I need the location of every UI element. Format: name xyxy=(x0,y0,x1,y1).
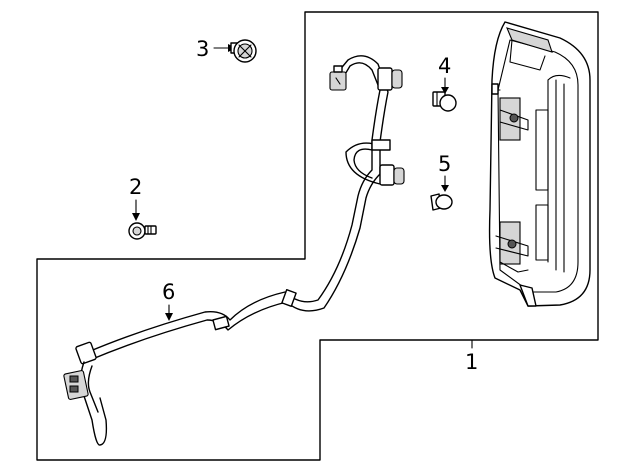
part-6-harness: 6 xyxy=(63,55,405,446)
part-5-bulb: 5 xyxy=(430,152,453,211)
harness-cable xyxy=(87,62,381,353)
lower-socket xyxy=(495,221,529,273)
assembly-frame xyxy=(36,11,599,461)
callout-4: 4 xyxy=(438,54,451,78)
callout-5: 5 xyxy=(438,152,451,176)
part-4-bulb: 4 xyxy=(432,54,457,112)
part-2-screw: 2 xyxy=(128,175,157,240)
upper-socket xyxy=(491,83,529,141)
callout-2: 2 xyxy=(129,175,142,199)
callout-3: 3 xyxy=(196,37,209,61)
callout-6: 6 xyxy=(162,280,175,304)
callout-1: 1 xyxy=(465,350,478,374)
part-3-clip: 3 xyxy=(196,37,257,63)
part-1-tail-lamp: 1 xyxy=(465,21,591,374)
